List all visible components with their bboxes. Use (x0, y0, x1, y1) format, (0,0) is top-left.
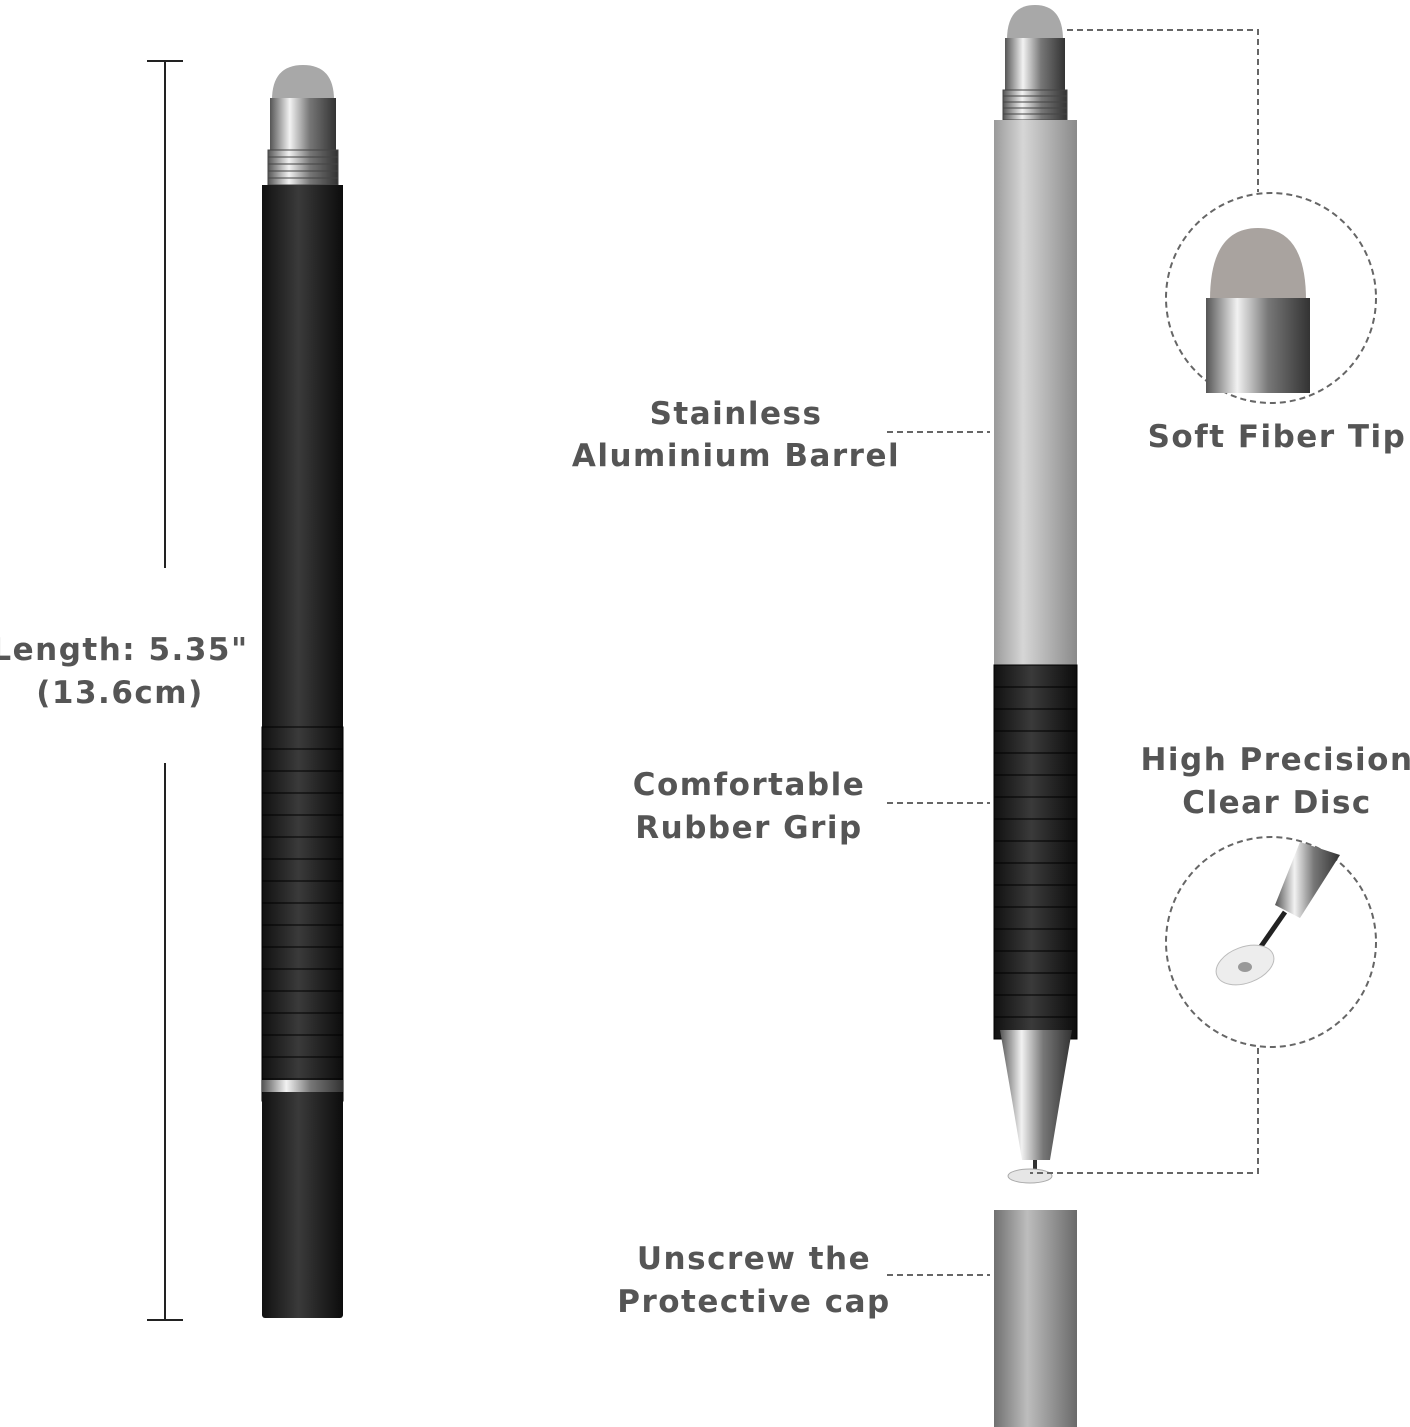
barrel-label-line2: Aluminium Barrel (572, 438, 900, 474)
disc-label-line2: Clear Disc (1182, 785, 1372, 821)
grip-ridge (261, 924, 344, 948)
length-dimension-line (147, 60, 183, 1321)
grip-ridge (993, 664, 1078, 688)
protective-cap (994, 1210, 1077, 1427)
thread-ridge (1002, 95, 1068, 103)
barrel-label-line1: Stainless (650, 396, 823, 432)
grip-ridge (261, 748, 344, 772)
fiber-tip-detail (1165, 192, 1377, 404)
grip-ridge (993, 752, 1078, 776)
grip-ridge (993, 840, 1078, 864)
clear-disc-detail (1165, 836, 1377, 1048)
thread-ridge (267, 163, 339, 172)
thread-ridge (267, 170, 339, 179)
grip-ridge (261, 726, 344, 750)
length-cm-label: (13.6cm) (36, 675, 204, 711)
grip-ridge (993, 994, 1078, 1018)
grip-ridge (261, 792, 344, 816)
thread-ridge (1002, 101, 1068, 109)
black-stylus (261, 65, 344, 1318)
thread-ridge (267, 149, 339, 158)
grip-ridge (261, 858, 344, 882)
grip-ridge (261, 814, 344, 838)
grip-ridge (993, 972, 1078, 996)
fiber-tip-callout-line (1067, 29, 1259, 192)
grip-ridge (993, 884, 1078, 908)
thread-ridge (267, 177, 339, 186)
thread-ridge (1002, 107, 1068, 115)
fiber-tip-label: Soft Fiber Tip (1148, 419, 1407, 455)
grip-ridge (261, 1056, 344, 1080)
disc-callout-line (1030, 1048, 1259, 1174)
grip-ridge (261, 946, 344, 970)
grip-ridge (993, 950, 1078, 974)
grip-ridge (993, 686, 1078, 710)
grip-ridge (261, 770, 344, 794)
thread-ridge (1002, 89, 1068, 97)
grip-ridge (993, 818, 1078, 842)
grip-ridge (993, 796, 1078, 820)
grip-ridge (993, 708, 1078, 732)
grip-ridge (261, 880, 344, 904)
fiber-tip-mesh (272, 65, 334, 100)
disc-label-line1: High Precision (1140, 742, 1410, 778)
grip-ridge (993, 730, 1078, 754)
grip-ridge (993, 774, 1078, 798)
grip-ridge (261, 902, 344, 926)
grip-ridge (993, 862, 1078, 886)
grip-ridge (993, 906, 1078, 930)
grip-ridge (993, 928, 1078, 952)
grip-ridge (261, 1012, 344, 1036)
cap-label-line2: Protective cap (617, 1284, 890, 1320)
grip-ridge (261, 836, 344, 860)
grip-ridge (261, 968, 344, 992)
cap-label-line1: Unscrew the (637, 1241, 871, 1277)
grip-label-line2: Rubber Grip (635, 810, 862, 846)
silver-stylus (993, 5, 1078, 1184)
grip-label-line1: Comfortable (633, 767, 866, 803)
thread-ridge (1002, 113, 1068, 121)
grip-ridge (261, 1034, 344, 1058)
length-label: Length: 5.35" (0, 632, 249, 668)
thread-ridge (267, 156, 339, 165)
grip-ridge (261, 990, 344, 1014)
